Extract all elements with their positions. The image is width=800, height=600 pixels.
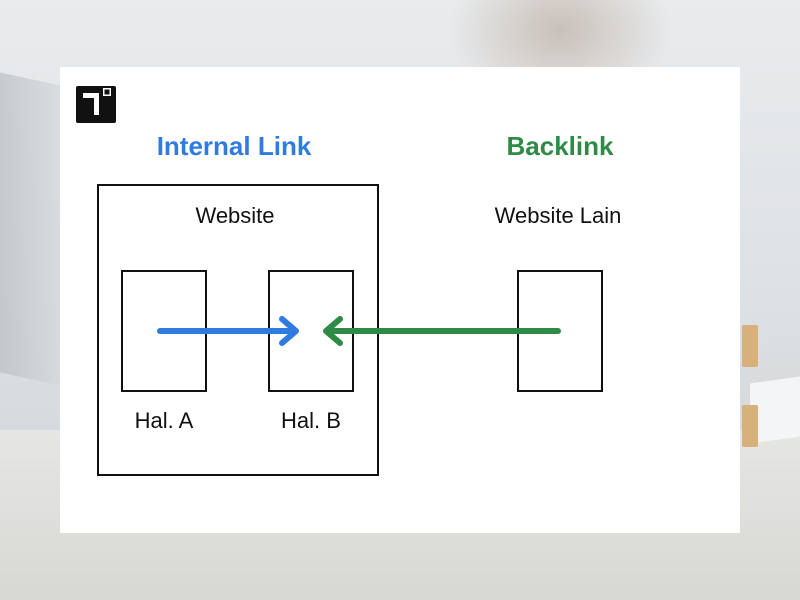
backlink-title: Backlink	[506, 131, 614, 161]
other-website-label: Website Lain	[494, 203, 622, 228]
website-label: Website	[195, 203, 275, 228]
diagram-card: Internal Link Backlink Website Website L…	[60, 67, 740, 533]
arrow-left-icon	[323, 316, 561, 346]
background-block	[742, 405, 758, 447]
internal-link-title: Internal Link	[156, 131, 312, 161]
brand-logo-icon	[76, 86, 116, 123]
link-arrows	[157, 316, 561, 346]
background-block	[742, 325, 758, 367]
arrow-right-icon	[157, 316, 299, 346]
page-a-label: Hal. A	[134, 408, 194, 433]
page-b-label: Hal. B	[281, 408, 341, 433]
